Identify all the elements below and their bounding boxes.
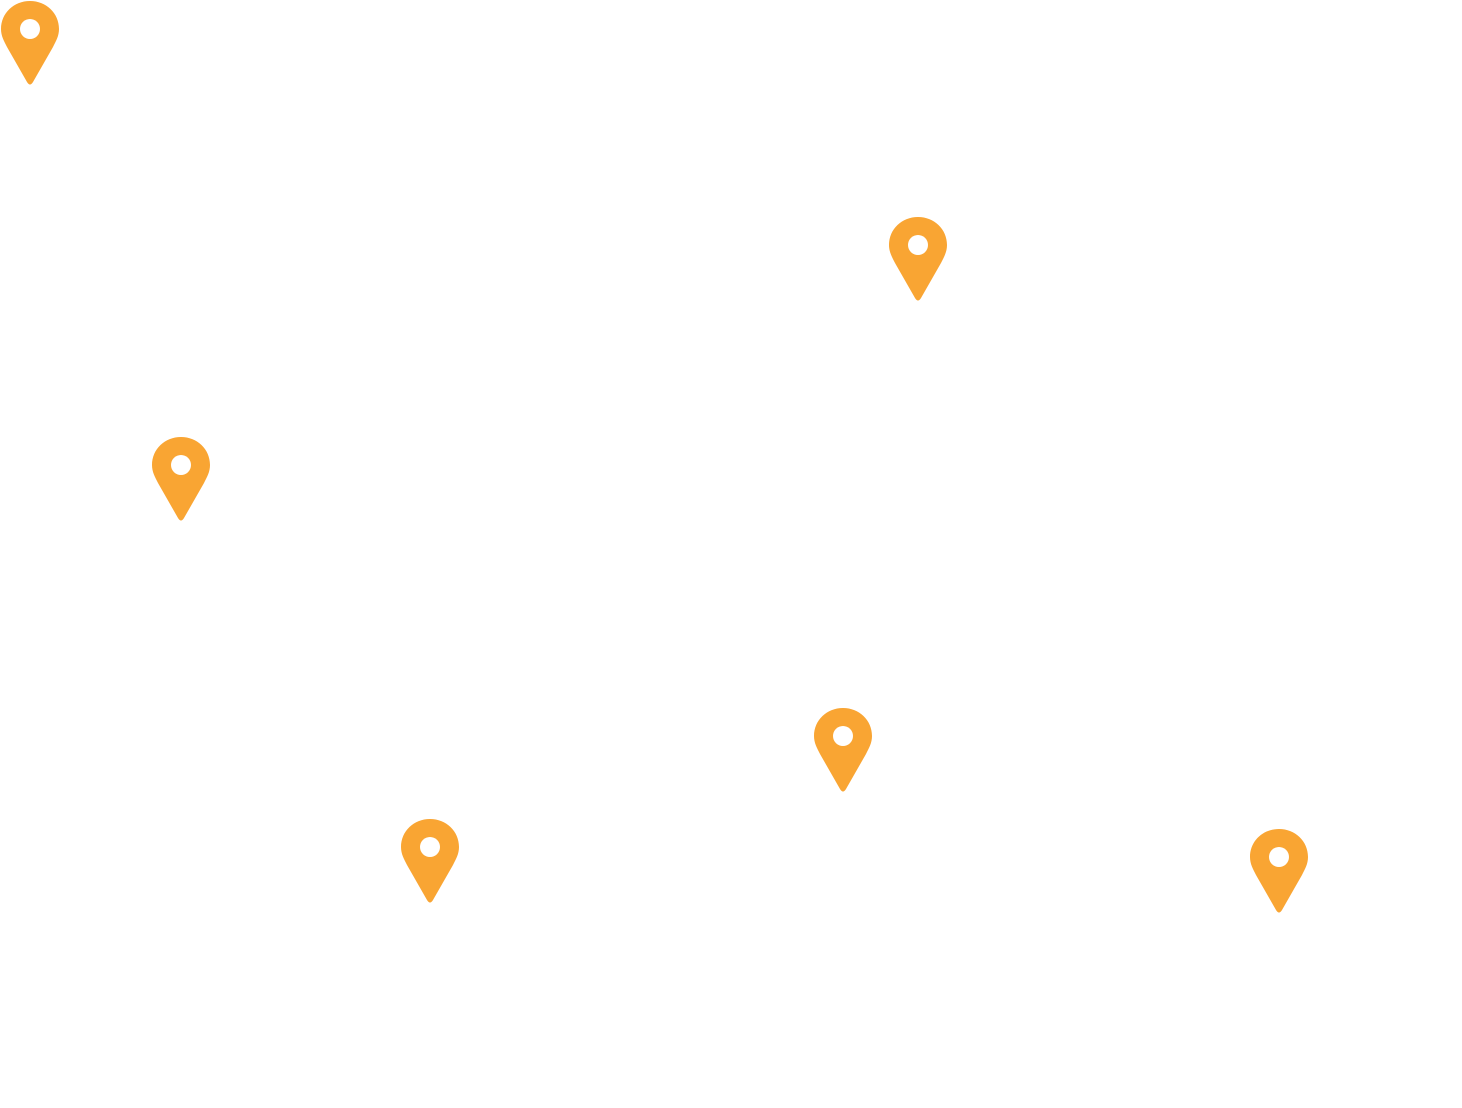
map-marker-icon[interactable] [151,436,211,522]
map-marker-icon[interactable] [1249,828,1309,914]
map-marker-icon[interactable] [888,216,948,302]
map-marker-icon[interactable] [813,707,873,793]
map-marker-icon[interactable] [0,0,60,86]
map-marker-icon[interactable] [400,818,460,904]
